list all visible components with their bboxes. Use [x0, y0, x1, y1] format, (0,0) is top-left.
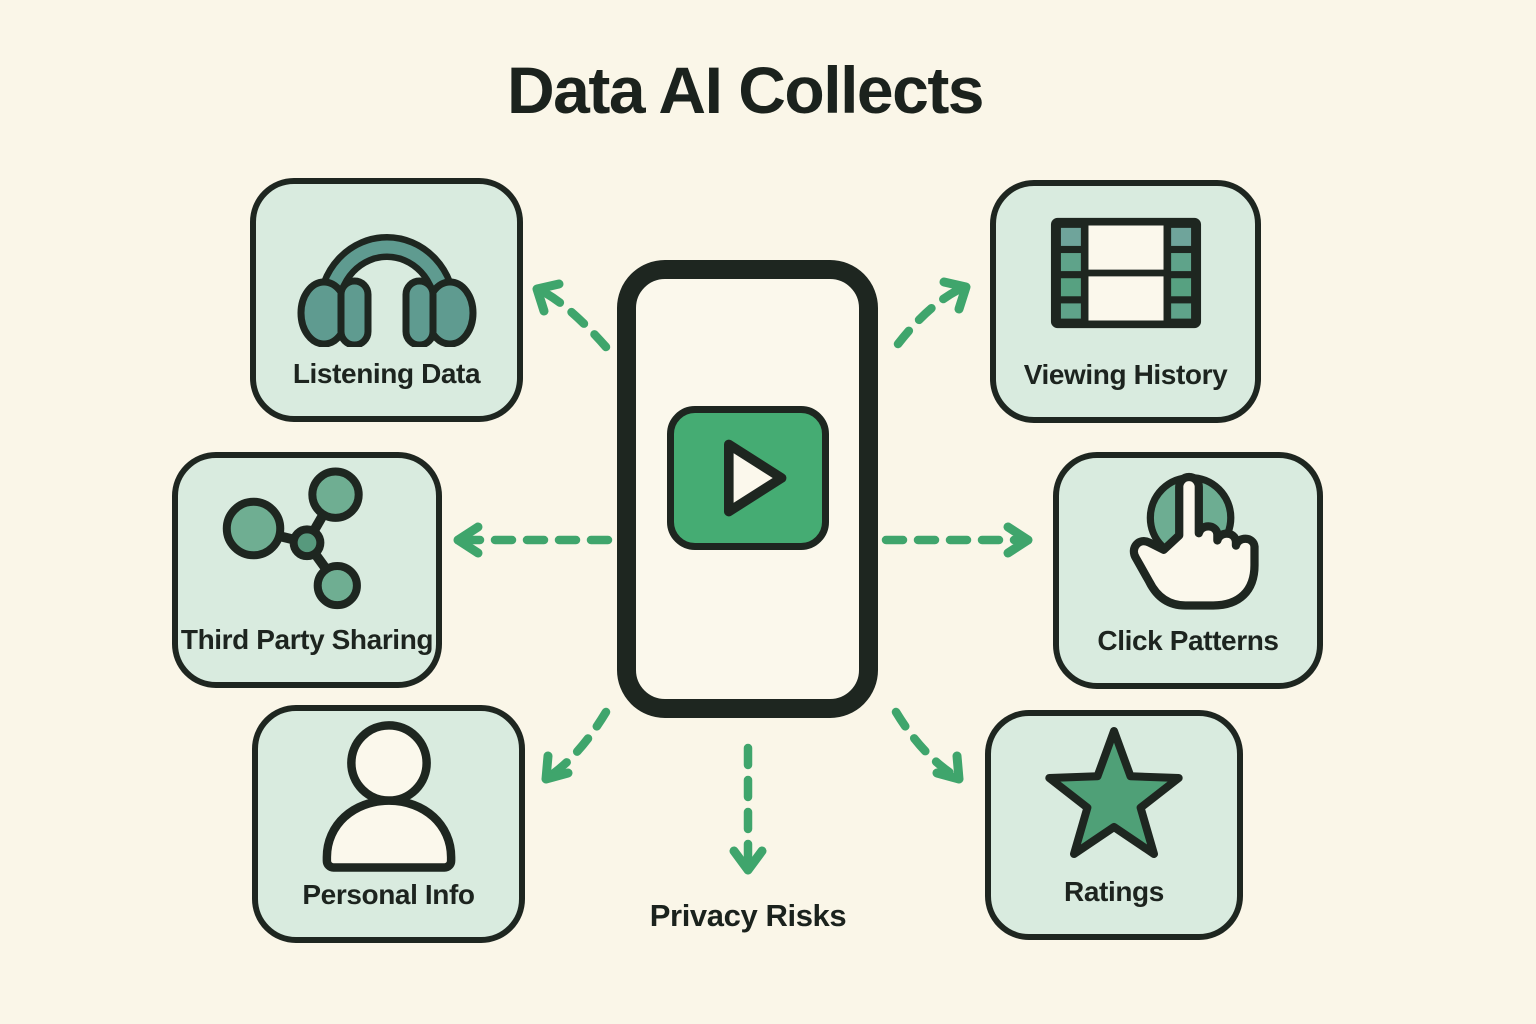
arrowhead: [453, 522, 483, 558]
film-strip-icon: [996, 186, 1255, 359]
arrowhead: [939, 277, 971, 314]
node-personal-info: Personal Info: [252, 705, 525, 943]
arrowhead: [541, 751, 573, 784]
person-icon: [258, 711, 519, 879]
node-label: Third Party Sharing: [180, 624, 434, 655]
node-viewing-history: Viewing History: [990, 180, 1261, 423]
arrow-to-listening-data: [535, 285, 611, 352]
node-third-party-sharing: Third Party Sharing: [172, 452, 442, 688]
node-label: Ratings: [1064, 876, 1164, 907]
arrow-to-personal-info: [545, 707, 611, 781]
play-triangle-icon: [724, 439, 787, 517]
node-label: Click Patterns: [1097, 625, 1279, 656]
node-click-patterns: Click Patterns: [1053, 452, 1323, 689]
privacy-risks-label: Privacy Risks: [649, 898, 847, 933]
headphones-icon: [256, 184, 517, 358]
node-label: Personal Info: [302, 879, 475, 910]
media-app-phone: [617, 260, 878, 718]
page-title: Data AI Collects: [506, 53, 985, 127]
arrowhead: [932, 751, 964, 784]
share-network-icon: [178, 458, 436, 624]
tap-gesture-icon: [1059, 458, 1317, 625]
arrow-to-ratings: [891, 707, 960, 781]
arrowhead: [729, 846, 767, 875]
node-label: Listening Data: [292, 358, 481, 389]
node-label: Viewing History: [1023, 359, 1228, 390]
arrowhead: [532, 279, 564, 316]
node-listening-data: Listening Data: [250, 178, 523, 422]
play-button-icon: [667, 406, 829, 550]
node-ratings: Ratings: [985, 710, 1243, 940]
arrow-to-viewing-history: [893, 283, 967, 349]
arrowhead: [1003, 522, 1033, 558]
star-icon: [991, 716, 1237, 876]
